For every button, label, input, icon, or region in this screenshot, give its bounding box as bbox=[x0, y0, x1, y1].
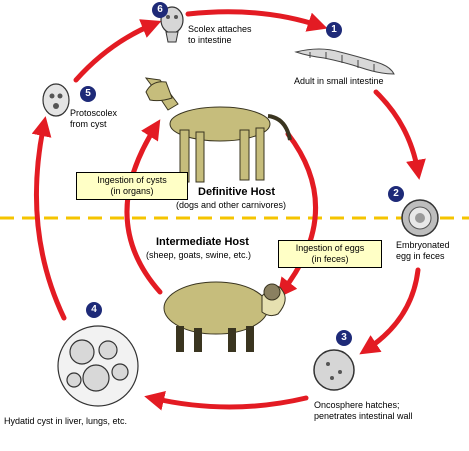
intermediate-host-subtitle: (sheep, goats, swine, etc.) bbox=[146, 250, 252, 260]
stage-3-label: Oncosphere hatches; penetrates intestina… bbox=[314, 400, 413, 422]
stage-3-line1: Oncosphere hatches; bbox=[314, 400, 400, 410]
oncosphere-icon bbox=[313, 349, 355, 391]
arrow-dog-to-sheep bbox=[277, 131, 318, 299]
stage-5-line2: from cyst bbox=[70, 119, 107, 129]
stage-2-line1: Embryonated bbox=[396, 240, 450, 250]
protoscolex-icon bbox=[42, 83, 70, 117]
arrow-2-to-3 bbox=[359, 267, 421, 355]
stage-6-label: Scolex attaches to intestine bbox=[188, 24, 252, 46]
cysts-ingestion-box: Ingestion of cysts (in organs) bbox=[76, 172, 188, 200]
intermediate-host-title: Intermediate Host bbox=[156, 236, 249, 248]
arrow-4-to-5 bbox=[31, 116, 67, 321]
arrow-3-to-4 bbox=[144, 390, 309, 411]
arrow-5-to-6 bbox=[73, 19, 162, 83]
arrow-sheep-to-dog bbox=[124, 119, 163, 295]
definitive-host-title: Definitive Host bbox=[198, 186, 276, 198]
stage-badge-3: 3 bbox=[336, 330, 352, 346]
cysts-ingestion-line2: (in organs) bbox=[110, 186, 154, 196]
eggs-ingestion-box: Ingestion of eggs (in feces) bbox=[278, 240, 382, 268]
stage-3-line2: penetrates intestinal wall bbox=[314, 411, 413, 421]
definitive-host-subtitle: (dogs and other carnivores) bbox=[176, 200, 287, 210]
stage-2-line2: egg in feces bbox=[396, 251, 445, 261]
stage-4-label: Hydatid cyst in liver, lungs, etc. bbox=[4, 416, 127, 427]
stage-2-label: Embryonated egg in feces bbox=[396, 240, 450, 262]
stage-5-line1: Protoscolex bbox=[70, 108, 118, 118]
stage-4-line1: Hydatid cyst in liver, lungs, etc. bbox=[4, 416, 128, 426]
stage-badge-5: 5 bbox=[80, 86, 96, 102]
arrow-6-to-1 bbox=[185, 9, 328, 32]
host-arrows bbox=[124, 119, 318, 299]
stage-badge-2: 2 bbox=[388, 186, 404, 202]
stage-badge-1: 1 bbox=[326, 22, 342, 38]
embryonated-egg-icon bbox=[401, 199, 439, 237]
eggs-ingestion-line2: (in feces) bbox=[311, 254, 349, 264]
hydatid-cyst-icon bbox=[57, 325, 139, 407]
stage-badge-4: 4 bbox=[86, 302, 102, 318]
stage-badge-6: 6 bbox=[152, 2, 168, 18]
dog-illustration bbox=[144, 77, 292, 183]
adult-tapeworm-icon bbox=[294, 48, 395, 75]
arrow-1-to-2 bbox=[373, 89, 426, 180]
stage-6-line1: Scolex attaches bbox=[188, 24, 252, 34]
stage-1-line1: Adult in small intestine bbox=[294, 76, 384, 86]
cycle-arrows bbox=[31, 9, 426, 411]
stage-1-label: Adult in small intestine bbox=[294, 76, 384, 87]
cysts-ingestion-line1: Ingestion of cysts bbox=[97, 175, 167, 185]
stage-5-label: Protoscolex from cyst bbox=[70, 108, 117, 130]
sheep-illustration bbox=[163, 281, 286, 352]
stage-6-line2: to intestine bbox=[188, 35, 232, 45]
eggs-ingestion-line1: Ingestion of eggs bbox=[295, 243, 365, 253]
